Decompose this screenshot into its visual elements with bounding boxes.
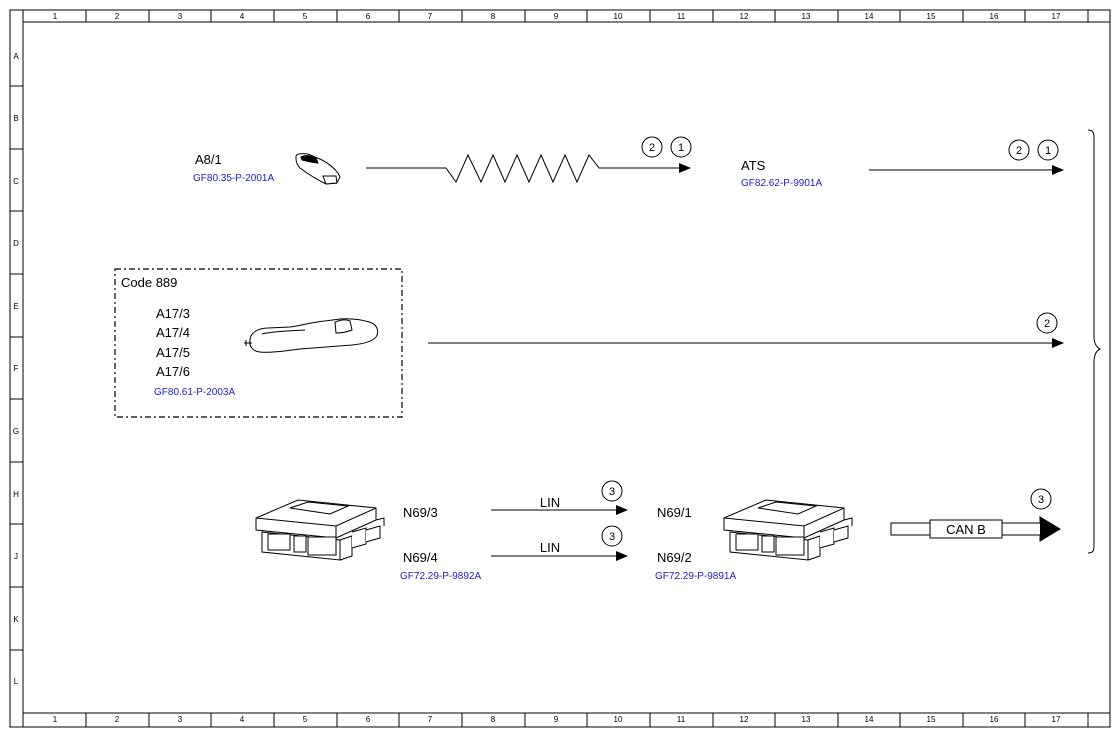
svg-text:2: 2	[649, 142, 655, 154]
col-label: 12	[740, 12, 749, 21]
module-right-top-label: N69/1	[657, 505, 692, 520]
col-label: 16	[990, 715, 999, 724]
column-scale-top: 1 2 3 4 5 6 7 8 9 10 11 12 13 14 15 16 1…	[53, 10, 1089, 22]
right-brace	[1087, 129, 1102, 554]
row-label: C	[13, 177, 19, 186]
control-module-right-icon	[723, 499, 853, 561]
col-label: 2	[115, 12, 120, 21]
code-889-group-box	[114, 268, 403, 418]
col-label: 15	[927, 12, 936, 21]
marker-circle: 3	[601, 480, 623, 502]
svg-text:3: 3	[1038, 494, 1044, 506]
marker-circle: 2	[1036, 312, 1058, 334]
row-label: D	[13, 239, 19, 248]
code-label: Code 889	[121, 275, 177, 290]
marker-circle: 1	[1037, 139, 1059, 161]
col-label: 12	[740, 715, 749, 724]
col-label: 17	[1052, 12, 1061, 21]
col-label: 11	[677, 12, 686, 21]
col-label: 6	[366, 715, 371, 724]
key-icon	[295, 153, 341, 185]
can-b-label: CAN B	[946, 522, 986, 537]
door-item-label: A17/4	[156, 325, 190, 340]
marker-circle: 3	[1030, 488, 1052, 510]
col-label: 7	[428, 715, 433, 724]
row-label: H	[13, 490, 19, 499]
row-label: F	[14, 364, 19, 373]
row-label: A	[13, 52, 19, 61]
sheet-frame	[9, 9, 1111, 728]
row-label: L	[14, 677, 19, 686]
col-label: 16	[990, 12, 999, 21]
row-label: E	[13, 302, 18, 311]
ats-ref[interactable]: GF82.62-P-9901A	[741, 178, 822, 189]
col-label: 11	[677, 715, 686, 724]
col-label: 10	[614, 715, 623, 724]
module-left-top-label: N69/3	[403, 505, 438, 520]
col-label: 15	[927, 715, 936, 724]
col-label: 9	[554, 715, 559, 724]
col-label: 13	[802, 12, 811, 21]
can-bus-arrow: CAN B	[890, 516, 1061, 542]
col-label: 3	[178, 12, 183, 21]
ats-label: ATS	[741, 158, 766, 173]
col-label: 13	[802, 715, 811, 724]
col-label: 4	[240, 12, 245, 21]
rf-signal-line	[366, 153, 691, 184]
row-label: K	[13, 615, 19, 624]
col-label: 1	[53, 715, 58, 724]
col-label: 17	[1052, 715, 1061, 724]
col-label: 10	[614, 12, 623, 21]
module-left-bottom-label: N69/4	[403, 550, 438, 565]
svg-text:3: 3	[609, 531, 615, 543]
svg-text:1: 1	[678, 142, 684, 154]
door-item-label: A17/6	[156, 364, 190, 379]
row-scale-left: A B C D E F G H J K L	[10, 52, 23, 686]
column-scale-bottom: 1 2 3 4 5 6 7 8 9 10 11 12 13 14 15 16 1…	[53, 713, 1089, 727]
col-label: 2	[115, 715, 120, 724]
control-module-left-icon	[255, 499, 385, 561]
marker-circle: 1	[670, 136, 692, 158]
marker-circle: 3	[601, 525, 623, 547]
lin-top-label: LIN	[540, 495, 560, 510]
marker-circle: 2	[641, 136, 663, 158]
svg-text:3: 3	[609, 486, 615, 498]
svg-text:1: 1	[1045, 145, 1051, 157]
marker-circle: 2	[1008, 139, 1030, 161]
row-label: G	[13, 427, 19, 436]
door-handle-icon	[244, 318, 379, 353]
door-item-label: A17/5	[156, 345, 190, 360]
col-label: 6	[366, 12, 371, 21]
col-label: 3	[178, 715, 183, 724]
door-group-ref[interactable]: GF80.61-P-2003A	[154, 387, 235, 398]
module-right-bottom-label: N69/2	[657, 550, 692, 565]
col-label: 7	[428, 12, 433, 21]
col-label: 14	[865, 715, 874, 724]
row-label: B	[13, 114, 18, 123]
col-label: 14	[865, 12, 874, 21]
col-label: 4	[240, 715, 245, 724]
col-label: 5	[303, 715, 308, 724]
svg-text:2: 2	[1044, 318, 1050, 330]
col-label: 8	[491, 12, 496, 21]
col-label: 8	[491, 715, 496, 724]
lin-bottom-label: LIN	[540, 540, 560, 555]
svg-text:2: 2	[1016, 145, 1022, 157]
module-left-ref[interactable]: GF72.29-P-9892A	[400, 571, 481, 582]
door-item-label: A17/3	[156, 306, 190, 321]
col-label: 5	[303, 12, 308, 21]
col-label: 1	[53, 12, 58, 21]
key-ref[interactable]: GF80.35-P-2001A	[193, 173, 274, 184]
module-right-ref[interactable]: GF72.29-P-9891A	[655, 571, 736, 582]
row-label: J	[14, 552, 18, 561]
col-label: 9	[554, 12, 559, 21]
key-label: A8/1	[195, 152, 222, 167]
